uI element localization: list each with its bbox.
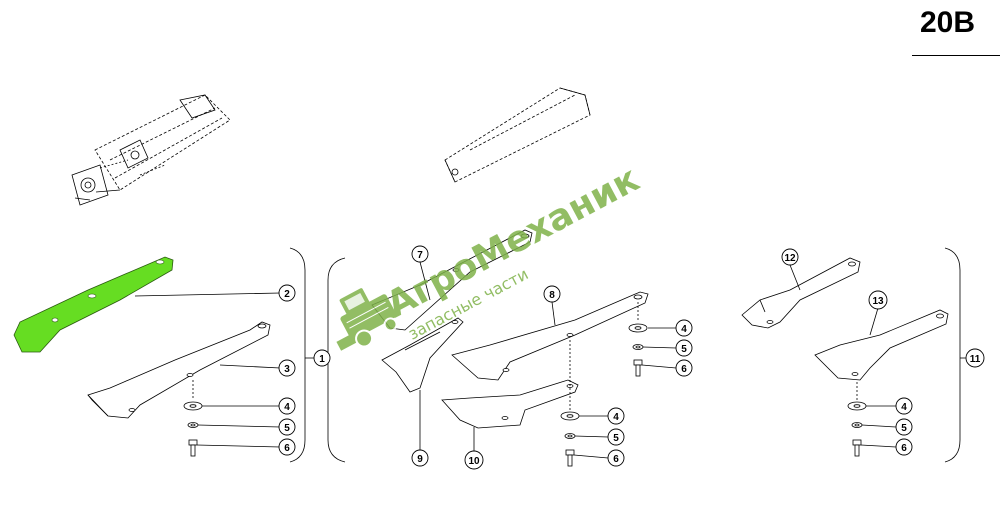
part-13-plate[interactable] [814, 309, 949, 381]
callout-6-middle-lower[interactable]: 6 [607, 449, 625, 467]
callout-5-middle-upper[interactable]: 5 [675, 339, 693, 357]
callout-1[interactable]: 1 [313, 349, 331, 367]
callout-label: 6 [901, 443, 907, 454]
callout-label: 6 [613, 454, 619, 465]
callout-6-left[interactable]: 6 [278, 438, 296, 456]
leaders-right [789, 247, 966, 463]
callouts: 2 3 1 4 5 6 7 8 [278, 245, 985, 470]
callout-12[interactable]: 12 [781, 248, 799, 266]
callout-label: 2 [284, 289, 290, 300]
callout-5-right[interactable]: 5 [895, 418, 913, 436]
callout-4-middle-lower[interactable]: 4 [607, 407, 625, 425]
callout-label: 7 [417, 250, 423, 261]
callout-2[interactable]: 2 [278, 284, 296, 302]
callout-10[interactable]: 10 [464, 450, 484, 470]
part-9-bracket[interactable] [381, 317, 464, 393]
part-8-plate[interactable] [451, 291, 649, 381]
callout-label: 6 [284, 443, 290, 454]
callout-label: 10 [468, 456, 480, 467]
callout-6-right[interactable]: 6 [895, 438, 913, 456]
callout-label: 4 [284, 402, 290, 413]
callout-7[interactable]: 7 [411, 245, 429, 263]
callout-label: 8 [549, 290, 555, 301]
callout-label: 4 [681, 324, 687, 335]
fasteners-middle-upper [628, 302, 648, 377]
callout-label: 12 [784, 253, 796, 264]
callout-8[interactable]: 8 [543, 285, 561, 303]
callout-9[interactable]: 9 [411, 449, 429, 467]
context-housing-left [71, 94, 231, 206]
page-title: 20B [920, 6, 976, 39]
fasteners-left [183, 380, 203, 457]
leaders-left [134, 247, 314, 463]
callout-label: 5 [284, 423, 290, 434]
callout-label: 13 [872, 296, 884, 307]
callout-label: 5 [613, 433, 619, 444]
callout-label: 6 [681, 364, 687, 375]
callout-label: 11 [970, 354, 981, 365]
callout-label: 4 [613, 412, 619, 423]
context-cone-middle [444, 87, 591, 183]
part-12-plate[interactable] [741, 257, 861, 329]
callout-5-middle-lower[interactable]: 5 [607, 428, 625, 446]
title-rule [912, 55, 1000, 56]
part-10-plate[interactable] [441, 379, 579, 429]
callout-6-middle-upper[interactable]: 6 [675, 359, 693, 377]
watermark: АгроМеханик запасные части [336, 159, 646, 351]
part-2-highlighted-plate[interactable] [13, 256, 174, 353]
leaders-middle [327, 257, 677, 463]
callout-4-left[interactable]: 4 [278, 397, 296, 415]
callout-13[interactable]: 13 [868, 290, 888, 310]
callout-label: 3 [284, 364, 290, 375]
callout-4-middle-upper[interactable]: 4 [675, 319, 693, 337]
callout-5-left[interactable]: 5 [278, 418, 296, 436]
callout-label: 9 [417, 454, 423, 465]
callout-11[interactable]: 11 [965, 348, 985, 368]
watermark-logo [336, 288, 398, 351]
callout-label: 5 [901, 423, 907, 434]
callout-3[interactable]: 3 [278, 359, 296, 377]
callout-4-right[interactable]: 4 [895, 397, 913, 415]
callout-label: 1 [319, 354, 325, 365]
callout-label: 4 [901, 402, 907, 413]
fasteners-right [847, 382, 867, 457]
fasteners-middle-lower [560, 340, 580, 467]
watermark-brand: АгроМеханик [380, 159, 646, 326]
callout-label: 5 [681, 344, 687, 355]
part-3-plate[interactable] [87, 321, 271, 419]
